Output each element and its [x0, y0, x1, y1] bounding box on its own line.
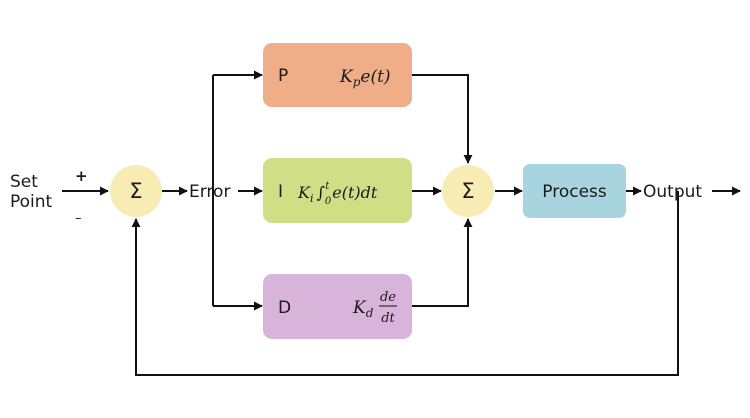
d-block-letter: D — [278, 298, 291, 318]
d-block — [263, 274, 412, 339]
p-block-formula: Kpe(t) — [339, 67, 391, 89]
p-block-letter: P — [278, 66, 288, 86]
feedback-arrow — [131, 191, 679, 376]
svg-text:de: de — [380, 290, 396, 305]
process-block — [523, 164, 626, 218]
summing-junction-1 — [110, 165, 162, 217]
summing-junction-2-symbol: Σ — [461, 179, 474, 203]
setpoint-label-line2: Point — [10, 192, 53, 212]
error-label: Error — [189, 182, 230, 202]
setpoint-label-line1: Set — [10, 172, 38, 192]
summing-junction-1-symbol: Σ — [129, 179, 142, 203]
summing-junction-2 — [442, 165, 494, 217]
i-block-letter: I — [278, 182, 283, 202]
process-label: Process — [542, 182, 607, 202]
p-to-junction2-arrow — [412, 74, 473, 164]
output-label: Output — [643, 182, 702, 202]
i-block — [263, 158, 412, 223]
p-block — [263, 43, 412, 107]
plus-sign: + — [75, 167, 88, 185]
svg-text:dt: dt — [381, 311, 395, 326]
minus-sign: – — [75, 211, 82, 226]
d-to-junction2-arrow — [412, 218, 473, 307]
